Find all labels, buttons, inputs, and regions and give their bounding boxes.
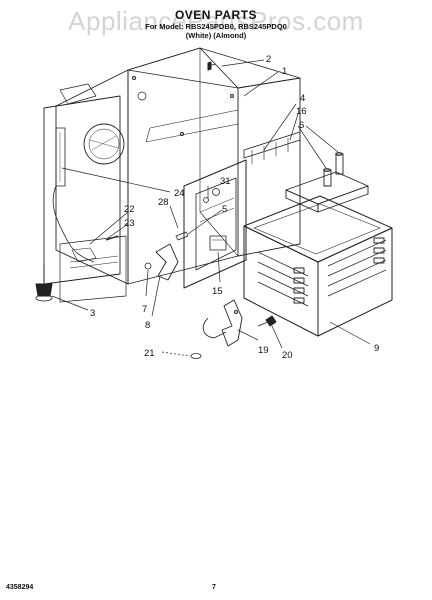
callout-19: 19	[258, 345, 269, 356]
wire-harness	[52, 185, 95, 263]
callout-28: 28	[158, 197, 169, 208]
leveling-leg	[35, 264, 53, 302]
callout-20: 20	[282, 350, 293, 361]
hinge-bracket	[202, 299, 243, 347]
screw-part-2	[207, 61, 217, 71]
callout-31: 31	[220, 176, 231, 187]
callout-8: 8	[145, 320, 150, 331]
screw-part-20	[257, 315, 277, 327]
front-frame-panel	[183, 159, 247, 289]
callout-6: 6	[299, 120, 304, 131]
color-line: (White) (Almond)	[185, 31, 247, 40]
document-number: 4358294	[6, 584, 34, 591]
screw-part-21	[190, 353, 202, 359]
model-line: For Model: RBS245PDB0, RBS245PDQ0	[145, 22, 287, 31]
callout-2: 2	[266, 54, 271, 65]
leader-lines	[51, 59, 371, 357]
callout-3: 3	[90, 308, 95, 319]
oven-bottom-rail	[59, 235, 127, 303]
page-number: 7	[212, 584, 216, 591]
callout-22: 22	[124, 204, 135, 215]
page-title: OVEN PARTS	[174, 8, 258, 22]
callout-5: 5	[222, 204, 227, 215]
callout-1: 1	[282, 66, 287, 77]
callout-24: 24	[174, 188, 185, 199]
callout-7: 7	[142, 304, 147, 315]
header-block: OVEN PARTS For Model: RBS245PDB0, RBS245…	[0, 8, 432, 40]
screw-part-5	[175, 231, 189, 241]
callout-15: 15	[212, 286, 223, 297]
callout-labels: 2 1 4 16 6 31 28 24 5 22 23 3 7 8 15 19 …	[90, 54, 379, 361]
left-side-panel	[43, 83, 125, 285]
callout-21: 21	[144, 348, 155, 359]
callout-4: 4	[300, 93, 305, 104]
callout-16: 16	[296, 106, 307, 117]
callout-23: 23	[124, 218, 135, 229]
oven-element-block	[285, 152, 369, 213]
screw-part-23	[105, 235, 119, 241]
watermark-text: AppliancePartsPros.com	[68, 6, 364, 36]
oven-liner-box	[243, 195, 393, 337]
oven-cavity-frame	[55, 47, 301, 285]
door-gasket-strip	[243, 131, 301, 164]
callout-9: 9	[374, 343, 379, 354]
door-latch	[144, 243, 179, 281]
